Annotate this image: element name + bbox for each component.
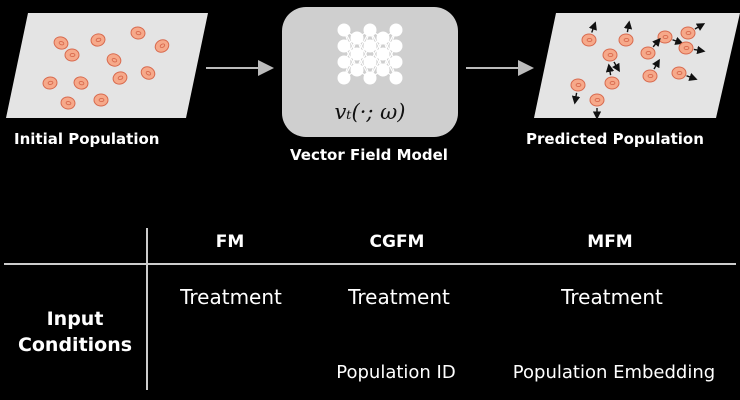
velocity-arrow-icon bbox=[694, 23, 706, 31]
cell-icon bbox=[42, 76, 58, 90]
network-edge bbox=[382, 29, 397, 71]
network-node bbox=[350, 31, 364, 45]
cell-icon bbox=[60, 96, 76, 110]
velocity-arrow-icon bbox=[686, 72, 698, 81]
column-header-mfm: MFM bbox=[587, 232, 633, 252]
cell-icon bbox=[53, 36, 69, 50]
network-node bbox=[389, 23, 403, 37]
vector-field-model-label: Vector Field Model bbox=[290, 146, 448, 164]
cell-icon bbox=[640, 46, 656, 60]
cell-icon bbox=[93, 93, 109, 107]
network-edge bbox=[343, 37, 358, 79]
velocity-arrow-icon bbox=[652, 37, 661, 48]
column-header-cgfm: CGFM bbox=[369, 232, 425, 252]
velocity-arrow-icon bbox=[612, 61, 620, 73]
cell-icon bbox=[589, 93, 605, 107]
network-node bbox=[337, 23, 351, 37]
network-node bbox=[376, 63, 390, 77]
cell-icon bbox=[154, 39, 170, 53]
network-node bbox=[337, 55, 351, 69]
cell-icon bbox=[64, 48, 80, 62]
network-edge bbox=[369, 37, 384, 79]
velocity-arrow-icon bbox=[571, 92, 581, 105]
velocity-arrow-icon bbox=[623, 20, 633, 33]
network-node bbox=[389, 39, 403, 53]
cell-icon bbox=[657, 30, 673, 44]
cgfm-condition-population-id: Population ID bbox=[336, 362, 456, 383]
network-edge bbox=[356, 29, 371, 71]
mfm-condition-population-embedding: Population Embedding bbox=[512, 362, 716, 383]
network-node bbox=[350, 63, 364, 77]
vector-field-model-box bbox=[282, 7, 458, 137]
initial-population-panel bbox=[6, 13, 208, 118]
network-node bbox=[363, 71, 377, 85]
row-header: Input Conditions bbox=[12, 306, 138, 358]
cell-icon bbox=[680, 26, 696, 40]
cgfm-condition-treatment: Treatment bbox=[348, 285, 450, 309]
predicted-population-label: Predicted Population bbox=[526, 130, 704, 148]
cell-icon bbox=[604, 76, 620, 90]
cell-icon bbox=[678, 41, 694, 55]
row-header-line2: Conditions bbox=[17, 334, 133, 356]
cell-icon bbox=[112, 71, 128, 85]
neural-network-icon bbox=[337, 23, 403, 85]
cell-icon bbox=[73, 76, 89, 90]
network-node bbox=[363, 39, 377, 53]
network-node bbox=[337, 71, 351, 85]
cell-icon bbox=[642, 69, 658, 83]
network-node bbox=[376, 47, 390, 61]
network-node bbox=[376, 31, 390, 45]
cell-icon bbox=[90, 33, 106, 47]
network-node bbox=[389, 71, 403, 85]
mfm-condition-treatment: Treatment bbox=[561, 285, 663, 309]
cell-icon bbox=[140, 66, 156, 80]
predicted-population-panel bbox=[534, 13, 740, 120]
cell-icon bbox=[106, 53, 122, 67]
velocity-arrow-icon bbox=[605, 63, 615, 76]
initial-cells bbox=[42, 26, 170, 110]
velocity-arrow-icon bbox=[652, 58, 660, 70]
cell-icon bbox=[618, 33, 634, 47]
network-node bbox=[389, 55, 403, 69]
initial-population-label: Initial Population bbox=[14, 130, 160, 148]
cell-icon bbox=[570, 78, 586, 92]
velocity-arrow-icon bbox=[588, 21, 597, 33]
velocity-arrow-icon bbox=[693, 45, 706, 55]
network-node bbox=[337, 39, 351, 53]
predicted-cells bbox=[570, 20, 706, 120]
cell-icon bbox=[130, 26, 146, 40]
cell-icon bbox=[602, 48, 618, 62]
network-node bbox=[350, 47, 364, 61]
network-node bbox=[363, 55, 377, 69]
velocity-arrow-icon bbox=[672, 36, 684, 45]
model-formula: vₜ(·; ω) bbox=[334, 100, 406, 124]
column-header-fm: FM bbox=[215, 232, 245, 252]
fm-condition-treatment: Treatment bbox=[180, 285, 282, 309]
cell-icon bbox=[581, 33, 597, 47]
network-node bbox=[363, 23, 377, 37]
row-header-line1: Input bbox=[46, 308, 104, 330]
cell-icon bbox=[671, 66, 687, 80]
